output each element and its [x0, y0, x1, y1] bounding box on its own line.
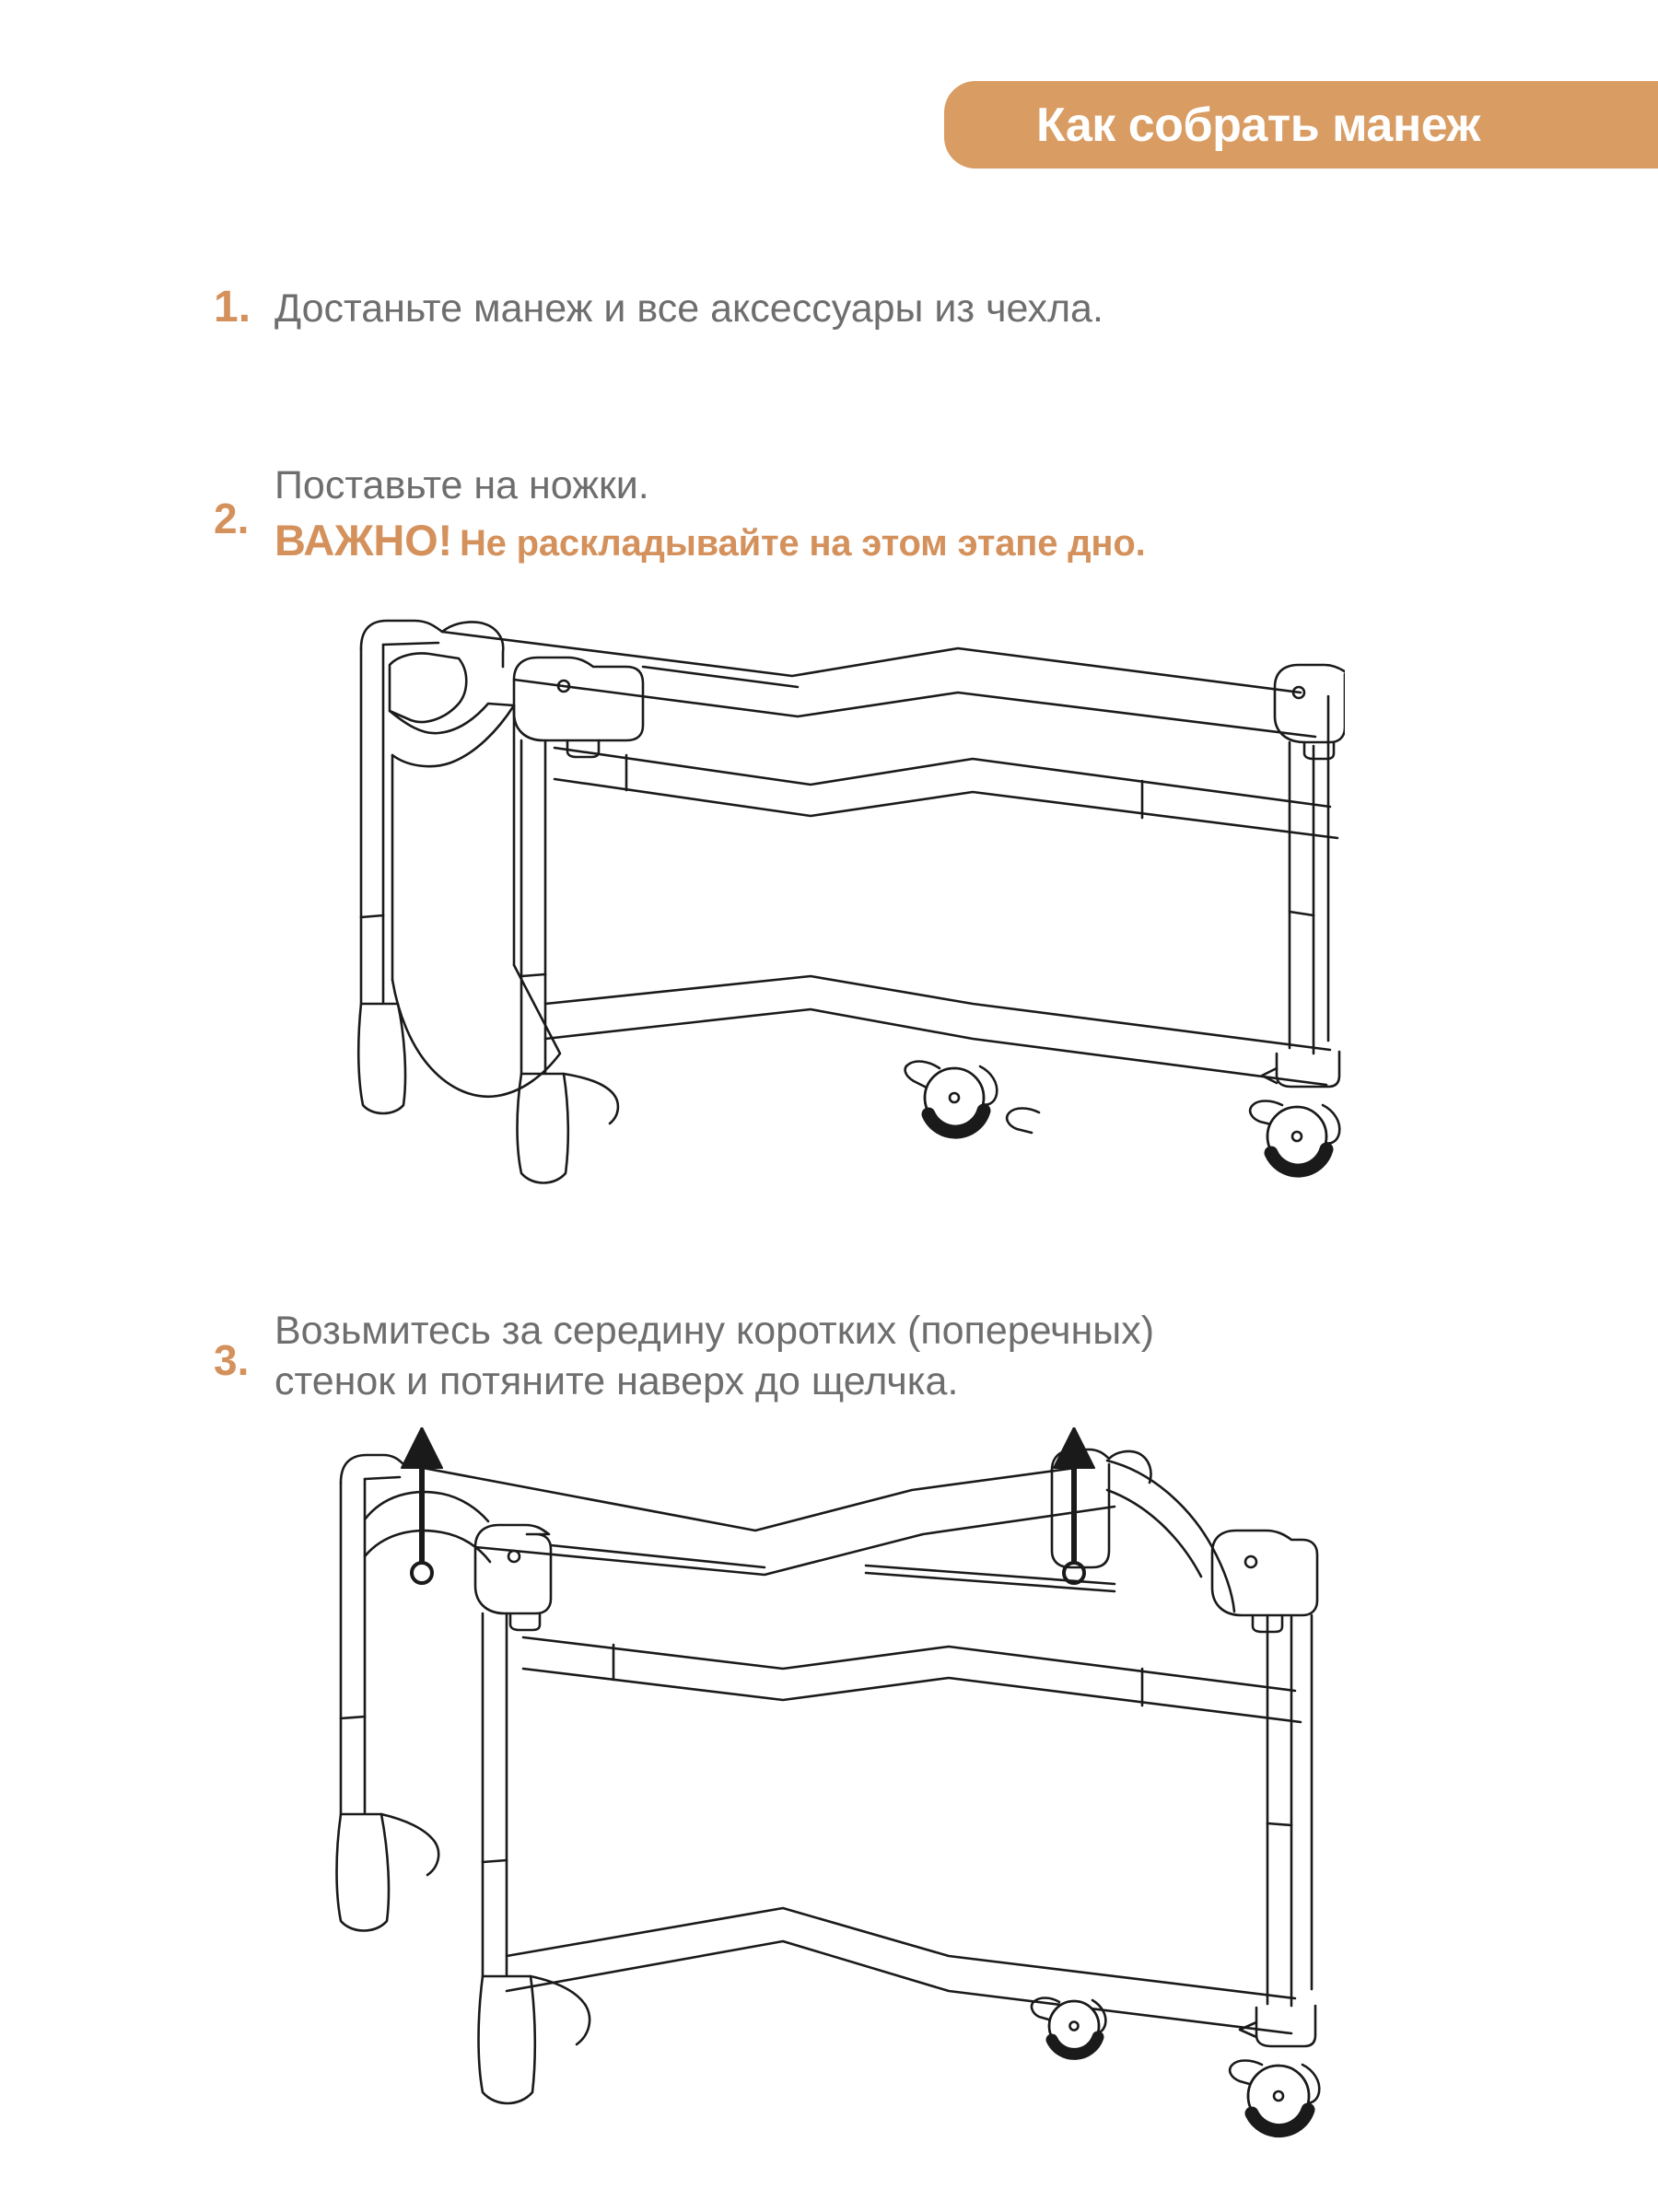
castor-wheel-front	[1228, 2004, 1321, 2138]
castor-wheel-rear	[904, 1060, 998, 1139]
step-item-2: 2. Поставьте на ножки. ВАЖНО!Не расклады…	[214, 460, 1559, 565]
leg-front-left	[477, 1974, 591, 2105]
corner-hub-left	[473, 1523, 553, 1632]
step-body-3: Возьмитесь за середину коротких (попереч…	[274, 1306, 1522, 1407]
step-text-3-line-1: Возьмитесь за середину коротких (попереч…	[274, 1309, 1155, 1353]
frame-mid-rail	[553, 746, 1339, 840]
post-front-left	[481, 1612, 508, 1978]
step-2-important-note: ВАЖНО!Не раскладывайте на этом этапе дно…	[274, 517, 1559, 565]
frame-top-rail	[440, 630, 1317, 739]
frame-bottom-rail	[505, 1906, 1297, 2035]
frame-mid-rail	[521, 1564, 1302, 1724]
leg-rear-left	[356, 1002, 407, 1115]
post-front-right	[1288, 740, 1315, 1055]
page-title: Как собрать манеж	[1036, 98, 1480, 152]
arrow-up-left	[401, 1427, 443, 1585]
page-header-banner: Как собрать манеж	[944, 81, 1658, 169]
post-rear-left	[359, 643, 385, 1006]
side-panel-right-top	[1105, 1459, 1236, 1613]
frame-top-rail	[402, 1462, 1116, 1577]
arrow-up-right	[1053, 1427, 1095, 1585]
leg-rear-left	[335, 1812, 440, 1932]
corner-hub-right	[1273, 663, 1345, 761]
step-body-2: Поставьте на ножки. ВАЖНО!Не раскладывай…	[274, 460, 1559, 565]
step-text-2-line-1: Поставьте на ножки.	[274, 463, 649, 507]
step-body-1: Достаньте манеж и все аксессуары из чехл…	[274, 284, 1522, 334]
step-number-1: 1.	[214, 283, 251, 332]
corner-hub-left	[512, 656, 645, 759]
frame-bottom-rail	[543, 974, 1332, 1087]
illustration-playpen-on-legs	[350, 608, 1345, 1234]
corner-cap-rear-left	[339, 1453, 437, 1484]
step-text-1-line-1: Достаньте манеж и все аксессуары из чехл…	[274, 286, 1103, 331]
illustration-playpen-pull-up	[304, 1427, 1363, 2210]
post-front-left	[520, 739, 547, 1076]
post-rear-left	[339, 1477, 367, 1816]
side-panel-left-top	[363, 1490, 492, 1564]
leg-front-left	[516, 1072, 620, 1184]
step-number-2: 2.	[214, 495, 250, 542]
fabric-drape	[388, 652, 562, 1099]
castor-wheel-front	[1005, 1050, 1341, 1178]
step-text-3-line-2: стенок и потяните наверх до щелчка.	[274, 1359, 959, 1404]
castor-wheel-rear	[1030, 1997, 1107, 2060]
important-label: ВАЖНО!	[274, 516, 452, 565]
post-front-right	[1266, 1613, 1293, 2008]
step-item-1: 1. Достаньте манеж и все аксессуары из ч…	[214, 284, 1522, 334]
step-number-3: 3.	[214, 1336, 250, 1384]
corner-cap-rear-right	[1050, 1448, 1152, 1569]
step-item-3: 3. Возьмитесь за середину коротких (попе…	[214, 1306, 1522, 1407]
important-text: Не раскладывайте на этом этапе дно.	[459, 523, 1146, 565]
